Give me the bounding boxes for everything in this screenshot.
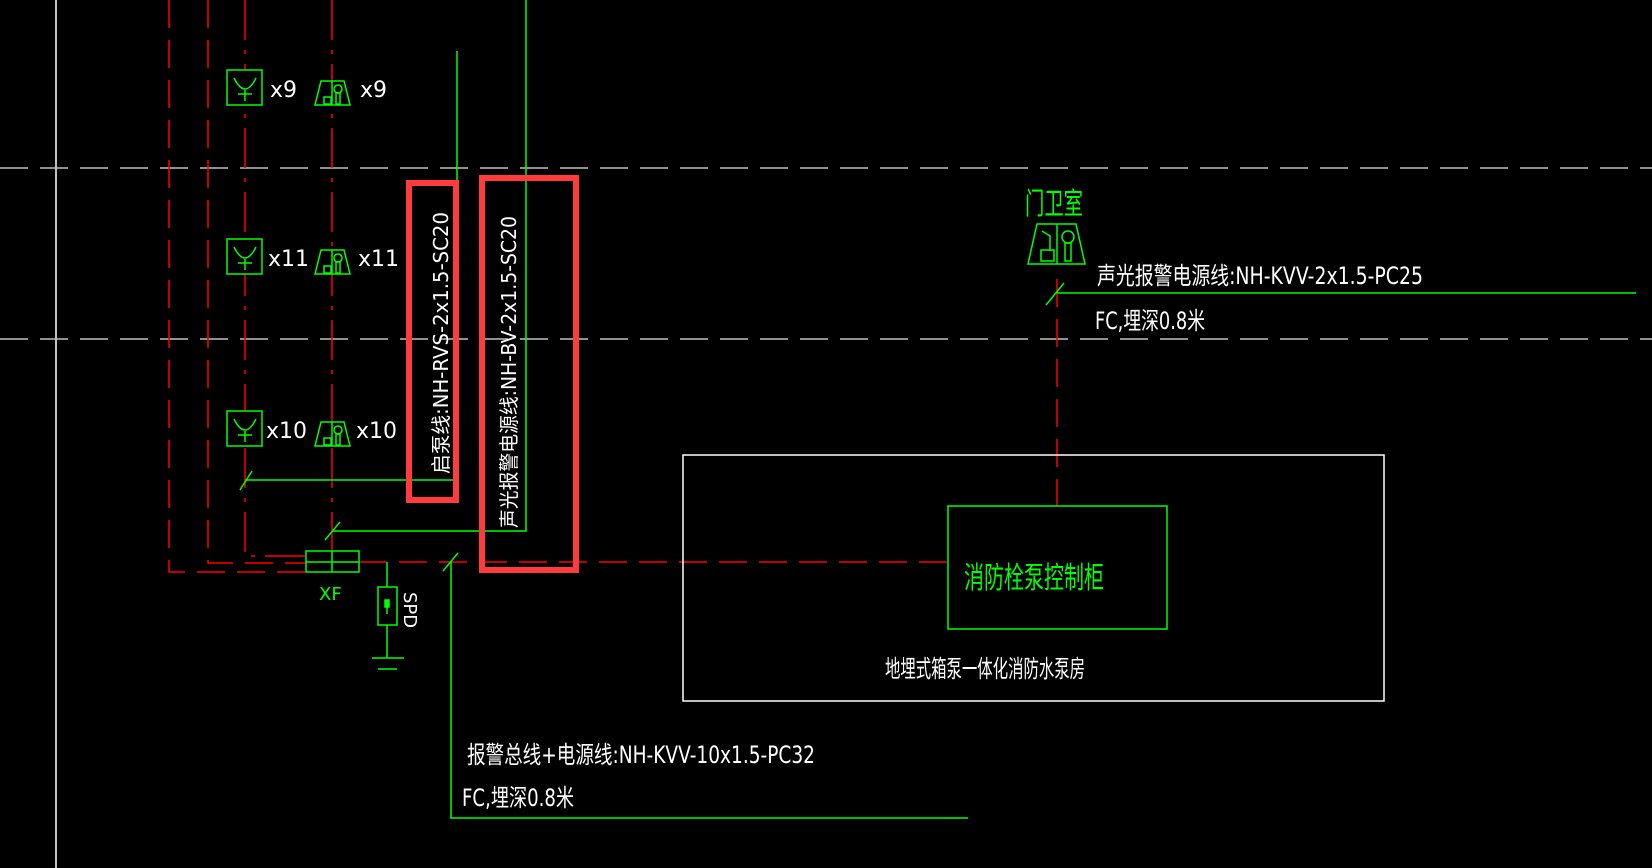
guard-sound-light-alarm-icon[interactable] <box>1027 223 1086 265</box>
ground-icon <box>372 657 404 670</box>
start-pump-line-label: 启泵线:NH-RVS-2x1.5-SC20 <box>429 212 453 474</box>
guard-laying-label: FC,埋深0.8米 <box>1095 307 1205 335</box>
highlight-box-alarm-power <box>479 175 579 573</box>
spd-surge-protector-icon[interactable] <box>377 562 398 658</box>
red-feeder-lines <box>168 0 1058 573</box>
alarm-count: x10 <box>356 419 397 444</box>
spd-label: SPD <box>399 592 420 628</box>
button-count: x10 <box>266 419 307 444</box>
bus-line-label: 报警总线+电源线:NH-KVV-10x1.5-PC32 <box>467 741 815 769</box>
control-cabinet-label: 消防栓泵控制柜 <box>964 561 1104 596</box>
bus-laying-label: FC,埋深0.8米 <box>462 784 574 812</box>
device-row-3: x10 x10 <box>226 410 397 447</box>
alarm-count: x11 <box>358 247 399 272</box>
manual-alarm-button-icon[interactable] <box>226 410 263 447</box>
device-row-2: x11 x11 <box>226 238 399 275</box>
pump-room-box[interactable] <box>682 454 1385 702</box>
device-row-1: x9 x9 <box>226 69 387 106</box>
button-count: x9 <box>270 78 297 103</box>
guard-room-label: 门卫室 <box>1025 187 1083 222</box>
sound-light-alarm-icon[interactable] <box>314 80 351 106</box>
guard-alarm-line-label: 声光报警电源线:NH-KVV-2x1.5-PC25 <box>1097 262 1423 290</box>
manual-alarm-button-icon[interactable] <box>226 238 263 275</box>
pump-room-label: 地埋式箱泵一体化消防水泵房 <box>885 655 1085 683</box>
control-cabinet-box[interactable] <box>947 505 1168 630</box>
button-count: x11 <box>268 247 309 272</box>
xf-label: XF <box>319 584 342 605</box>
highlight-box-start-pump <box>406 180 459 503</box>
xf-module-icon[interactable] <box>305 550 360 573</box>
alarm-power-line-label: 声光报警电源线:NH-BV-2x1.5-SC20 <box>497 216 521 528</box>
sound-light-alarm-icon[interactable] <box>314 249 351 275</box>
sound-light-alarm-icon[interactable] <box>314 421 351 447</box>
manual-alarm-button-icon[interactable] <box>226 69 263 106</box>
alarm-count: x9 <box>360 78 387 103</box>
